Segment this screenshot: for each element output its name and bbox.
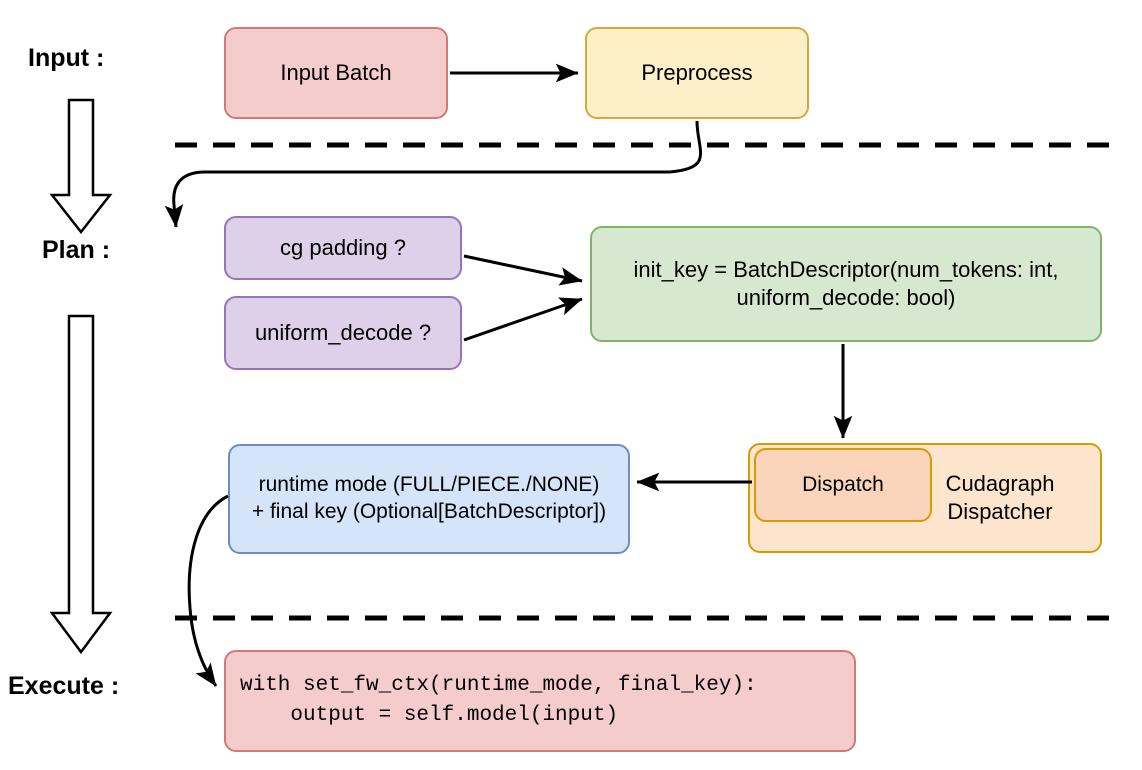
node-uniform-decode-label: uniform_decode ? [254, 319, 432, 345]
node-cg-padding[interactable]: cg padding ? [224, 216, 462, 280]
node-cg-padding-label: cg padding ? [280, 234, 406, 260]
node-input-batch-label: Input Batch [280, 59, 392, 85]
node-execute-code-line1: with set_fw_ctx(runtime_mode, final_key)… [240, 673, 757, 697]
arrow-runtime-mode-to-execute-code [187, 494, 229, 687]
arrow-preprocess-to-cg-padding [164, 120, 702, 228]
node-uniform-decode[interactable]: uniform_decode ? [224, 296, 462, 370]
stage-label-execute: Execute : [8, 672, 120, 700]
node-init-key-label-line2: uniform_decode: bool) [736, 285, 956, 310]
arrow-uniform-decode-to-init-key [463, 297, 583, 342]
node-execute-code[interactable]: with set_fw_ctx(runtime_mode, final_key)… [224, 650, 856, 752]
arrow-cg-padding-to-init-key [463, 254, 583, 286]
node-input-batch[interactable]: Input Batch [224, 27, 448, 119]
node-init-key[interactable]: init_key = BatchDescriptor(num_tokens: i… [590, 226, 1102, 342]
node-runtime-mode-label-line1: runtime mode (FULL/PIECE./NONE) [258, 473, 600, 497]
node-preprocess[interactable]: Preprocess [585, 27, 809, 119]
stage-arrow-input-to-plan [49, 98, 113, 235]
node-runtime-mode[interactable]: runtime mode (FULL/PIECE./NONE) + final … [228, 444, 630, 554]
node-init-key-label-line1: init_key = BatchDescriptor(num_tokens: i… [633, 256, 1059, 282]
node-preprocess-label: Preprocess [641, 59, 753, 85]
stage-label-input: Input : [28, 44, 105, 72]
node-execute-code-line2: output = self.model(input) [240, 704, 619, 727]
node-runtime-mode-label-line2: + final key (Optional[BatchDescriptor]) [251, 500, 607, 523]
stage-arrow-plan-to-execute [49, 314, 113, 655]
node-cudagraph-dispatcher-label-line2: Dispatcher [947, 499, 1053, 524]
stage-label-plan: Plan : [42, 236, 111, 264]
node-cudagraph-dispatcher-label-line1: Cudagraph [945, 470, 1055, 496]
node-dispatch-label: Dispatch [802, 472, 884, 496]
node-dispatch[interactable]: Dispatch [754, 448, 932, 522]
